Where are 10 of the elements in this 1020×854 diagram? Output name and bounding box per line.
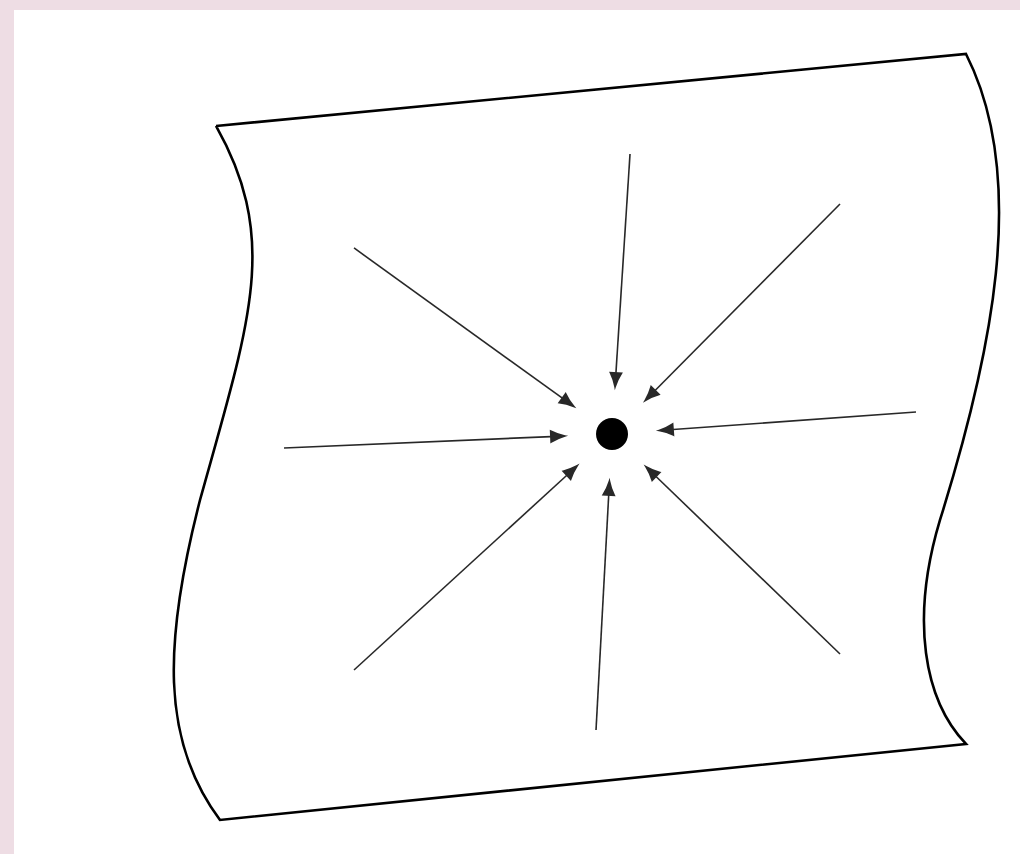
arrow (595, 480, 616, 731)
sheet-drawing (172, 52, 1001, 822)
arrow (645, 465, 841, 655)
dot (596, 417, 628, 450)
arrow (353, 247, 575, 408)
arrow (658, 411, 917, 436)
arrow (353, 465, 578, 671)
arrow (644, 203, 841, 402)
arrow (609, 153, 631, 388)
arrow (283, 430, 566, 449)
